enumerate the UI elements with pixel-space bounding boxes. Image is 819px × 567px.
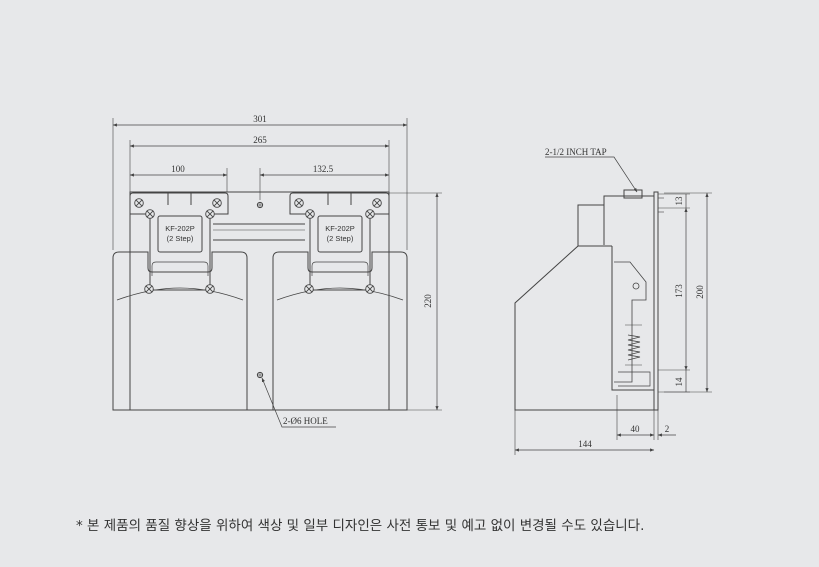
front-view: 301 265 100 132.5 220 [112,114,442,428]
dimension-173 [658,207,690,371]
side-view [514,156,712,455]
dim-label-height: 220 [423,294,433,308]
switch-model-label-left: KF-202P [165,224,195,233]
dimension-144 [514,410,655,455]
dim-label-total: 200 [695,285,705,299]
dim-label-inner-width: 265 [253,135,267,145]
dimension-301: 301 [112,114,408,250]
dim-label-mid: 173 [674,284,684,298]
dimension-132-5: 132.5 [259,164,390,200]
switch-type-label-left: (2 Step) [167,234,194,243]
left-pedal [112,192,248,411]
dimension-100: 100 [129,164,228,192]
dimension-40-2 [616,395,676,440]
dim-label-bottom: 14 [674,377,684,387]
mounting-holes [256,201,264,379]
dim-label-cover: 40 [631,424,641,434]
right-pedal [272,192,408,411]
dim-label-gap: 2 [665,424,670,434]
dimension-200 [664,192,712,393]
hole-callout: 2-Ø6 HOLE [283,416,328,426]
dim-label-overall-width: 301 [253,114,267,124]
dim-label-left-offset: 100 [171,164,185,174]
switch-model-label-right: KF-202P [325,224,355,233]
switch-type-label-right: (2 Step) [327,234,354,243]
dimension-220: 220 [389,192,442,411]
footnote: * 본 제품의 품질 향상을 위하여 색상 및 일부 디자인은 사전 통보 및 … [76,518,645,534]
dim-label-right-offset: 132.5 [313,164,334,174]
dimension-265: 265 [129,135,390,192]
base-plate [129,191,390,411]
tap-callout: 2-1/2 INCH TAP [545,147,607,157]
screw-heads [134,198,382,294]
side-housing [514,195,655,411]
dim-label-depth: 144 [578,439,592,449]
dim-label-top: 13 [674,196,684,206]
